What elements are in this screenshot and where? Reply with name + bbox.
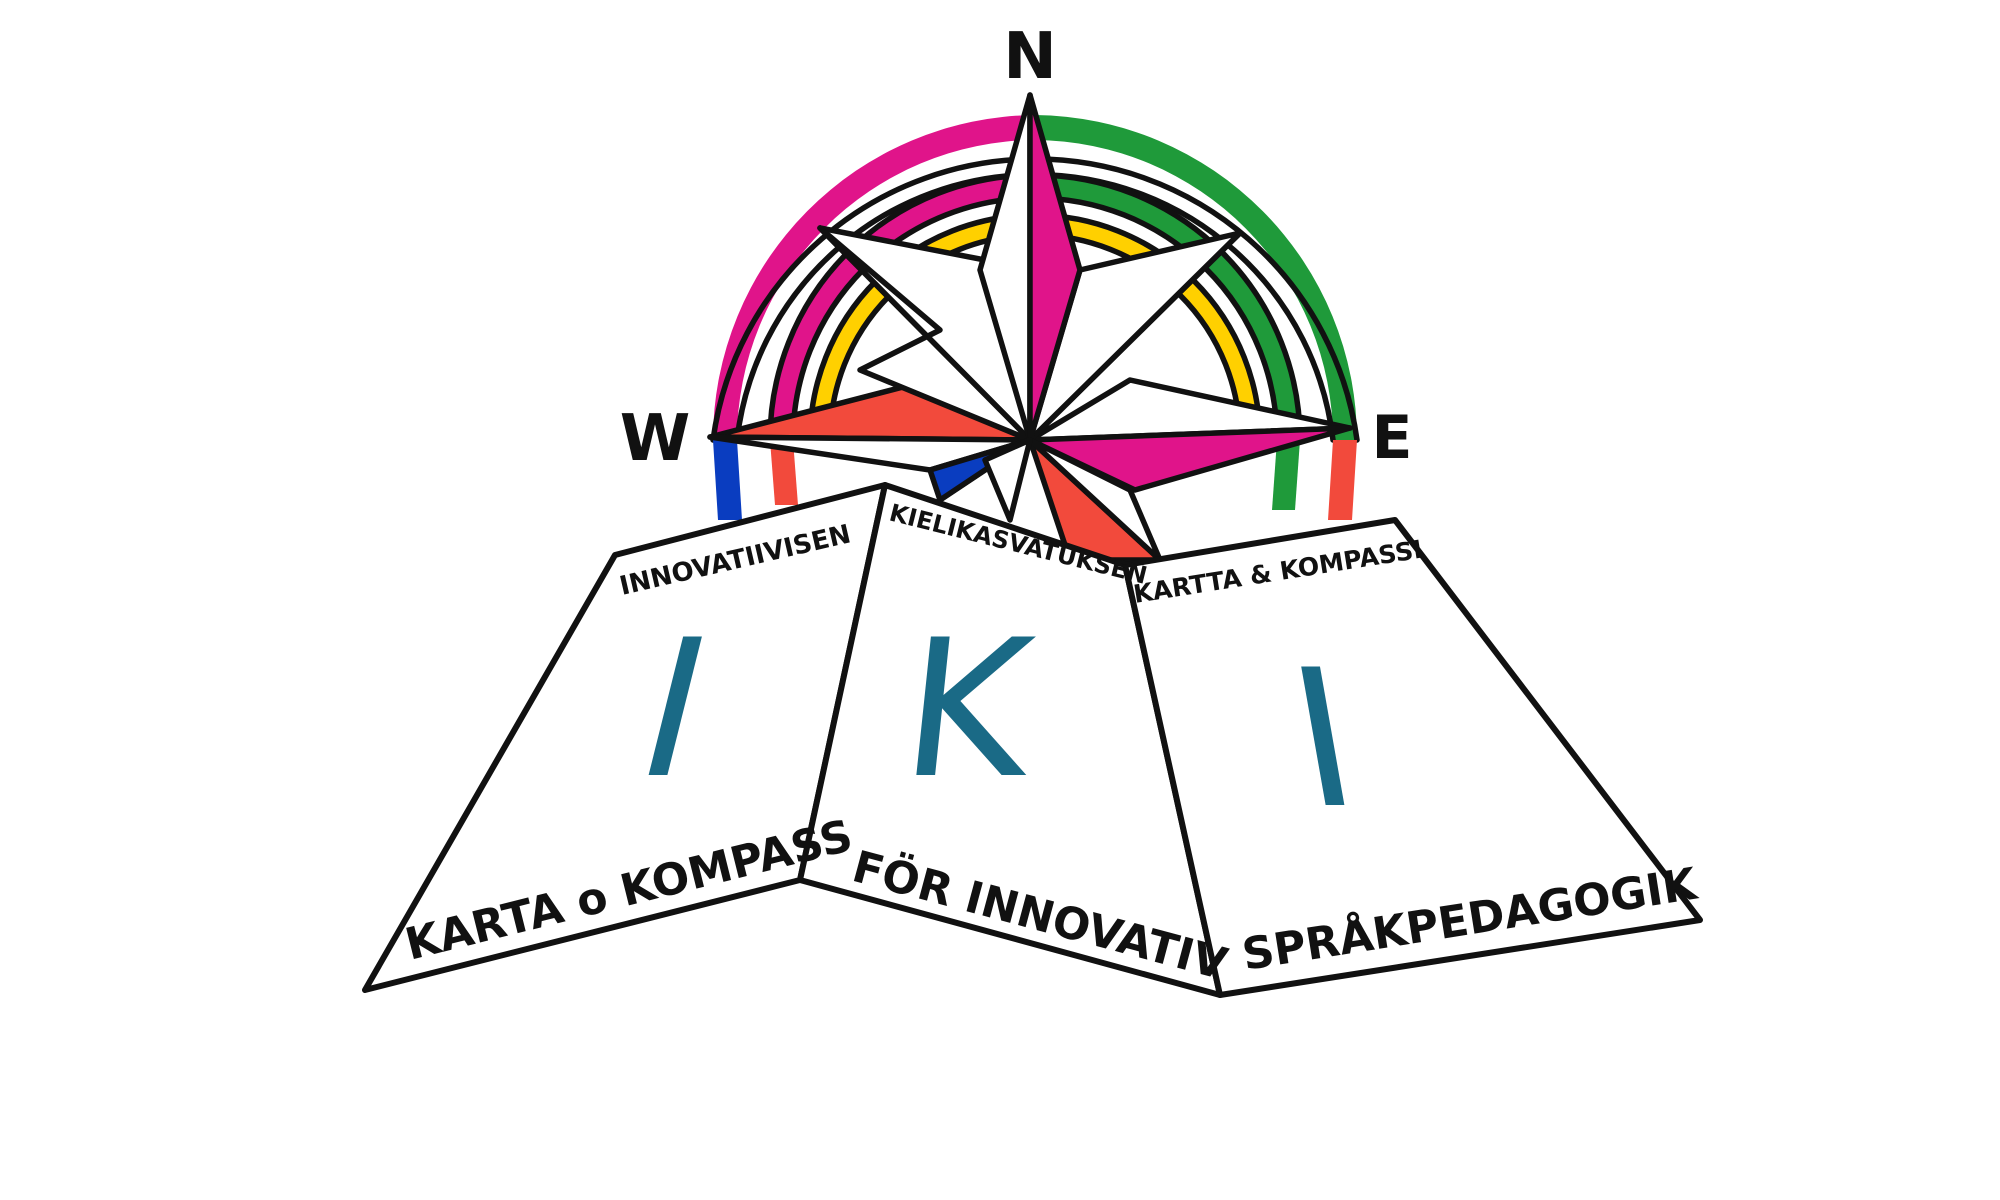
ring-band-blue [713, 440, 742, 520]
outer-ring-right [1035, 115, 1357, 440]
compass-north-label: N [1003, 20, 1057, 94]
compass-west-label: W [620, 402, 691, 476]
folded-map [362, 482, 1703, 998]
compass-rose [707, 92, 1353, 563]
outer-ring-left [713, 115, 1035, 440]
middle-ring-left [770, 175, 1035, 440]
middle-panel-letter: K [893, 598, 1045, 819]
star-south-white [982, 437, 1033, 523]
star-nw-lower [817, 225, 1033, 443]
middle-ring-right [1035, 175, 1300, 440]
ring-band-green-right [1272, 440, 1300, 510]
map-panel-right [1122, 517, 1703, 998]
star-se-white [1027, 437, 1163, 563]
star-north-magenta [1027, 92, 1083, 443]
ring-band-red-right [1328, 440, 1357, 520]
ring-band-red [770, 440, 798, 505]
compass-east-label: E [1372, 403, 1413, 473]
